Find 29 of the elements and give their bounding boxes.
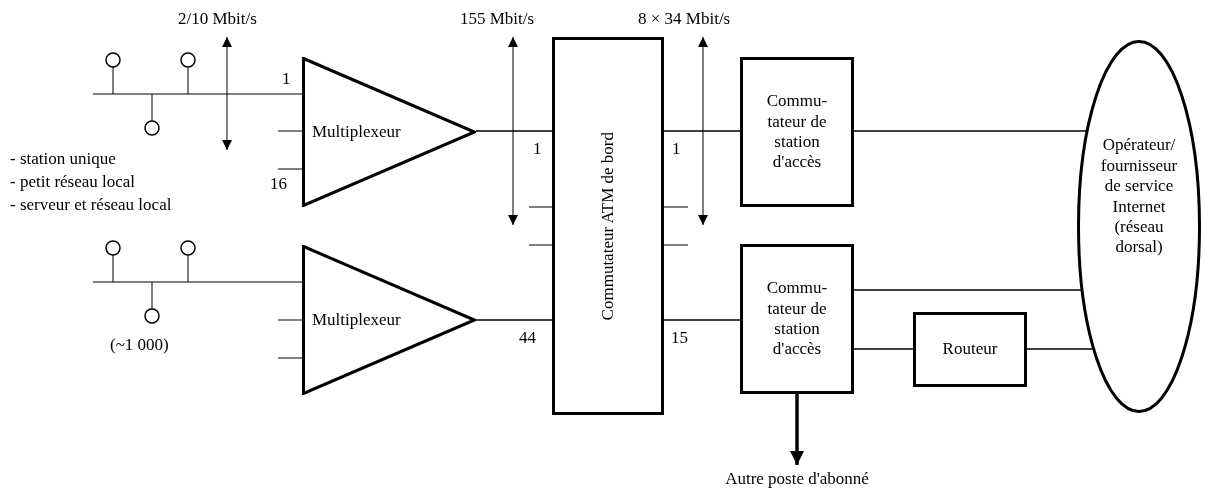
node-label: Opérateur/ fournisseur de service Internet (réseau dorsal) bbox=[1099, 135, 1179, 258]
connector-line bbox=[475, 319, 553, 321]
connector-line bbox=[853, 289, 1083, 291]
node-label: Commutateur ATM de bord bbox=[597, 131, 618, 321]
port-number: 1 bbox=[282, 70, 291, 87]
node-label: Multiplexeur bbox=[312, 309, 401, 331]
node-label: Multiplexeur bbox=[312, 121, 401, 143]
rate-label: 8 × 34 Mbit/s bbox=[638, 10, 731, 27]
rate-label: 155 Mbit/s bbox=[460, 10, 535, 27]
connector-line bbox=[790, 394, 804, 465]
connector-line bbox=[853, 348, 914, 350]
connector-line bbox=[663, 319, 741, 321]
count-label: (~1 000) bbox=[110, 336, 169, 353]
connector-line bbox=[663, 130, 741, 132]
node-label: Routeur bbox=[941, 339, 999, 360]
list-item: - station unique bbox=[10, 150, 116, 167]
port-number: 44 bbox=[519, 329, 536, 346]
node-label: Commu- tateur de station d'accès bbox=[765, 278, 829, 360]
port-number: 1 bbox=[672, 140, 681, 157]
rate-label: 2/10 Mbit/s bbox=[178, 10, 257, 27]
list-item: - serveur et réseau local bbox=[10, 196, 172, 213]
list-item: - petit réseau local bbox=[10, 173, 136, 190]
port-number: 15 bbox=[671, 329, 688, 346]
port-number: 16 bbox=[270, 175, 287, 192]
connector-line bbox=[853, 130, 1088, 132]
node-label: Autre poste d'abonné bbox=[725, 468, 869, 490]
node-label: Commu- tateur de station d'accès bbox=[765, 91, 829, 173]
port-number: 1 bbox=[533, 140, 542, 157]
connector-line bbox=[475, 130, 553, 132]
